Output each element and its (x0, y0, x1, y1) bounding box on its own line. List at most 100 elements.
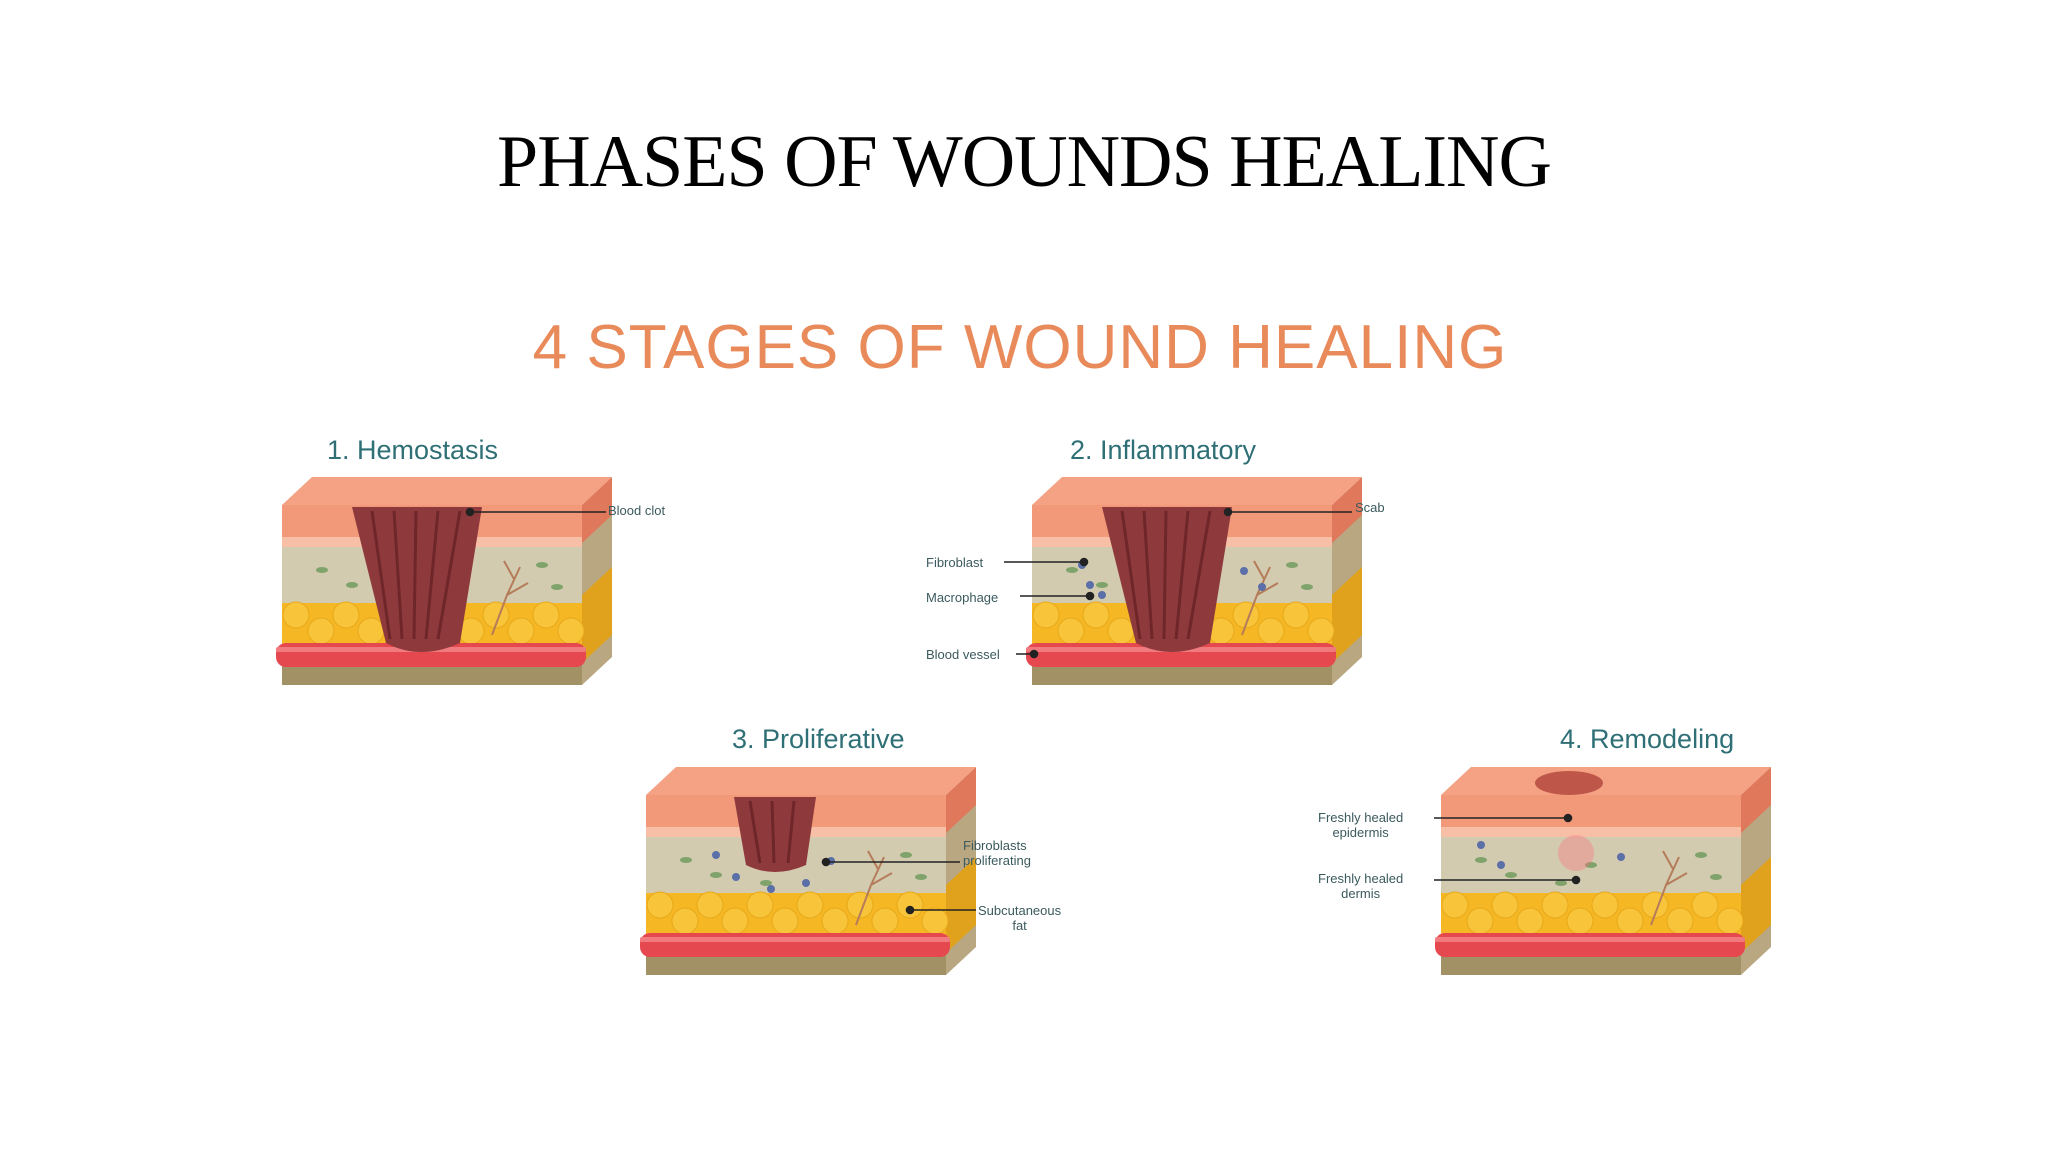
wound-clot-fold (392, 510, 404, 640)
epidermis-side (946, 767, 976, 833)
fat-globule (1591, 891, 1619, 919)
dermal-cell (1505, 872, 1517, 878)
capillary (491, 560, 529, 636)
wound-clot-fold (1142, 510, 1154, 640)
wound-clot-fold (412, 510, 418, 640)
fat-globule (746, 891, 774, 919)
stage-title-hemostasis: 1. Hemostasis (327, 435, 499, 465)
stage-title-inflammatory: 2. Inflammatory (1070, 435, 1257, 465)
inflammatory-illustration (1026, 477, 1362, 685)
dermal-cell (1286, 562, 1298, 568)
callout-blood-clot: Blood clot (608, 503, 666, 518)
dermal-cell (1555, 880, 1567, 886)
wound-clot-fold (1162, 510, 1168, 640)
dermal-cell (1710, 874, 1722, 880)
macrophage-dot (1085, 591, 1095, 601)
callout-fibroblasts-proliferating: Fibroblasts proliferating (963, 838, 1031, 868)
dermal-cell (900, 852, 912, 858)
fat-side (1332, 567, 1362, 663)
callout-fibroblast: Fibroblast (926, 555, 984, 570)
fibroblast-cell (712, 851, 720, 859)
dermal-cell (1585, 862, 1597, 868)
epidermis-side (1332, 477, 1362, 543)
hemostasis-illustration (276, 477, 612, 685)
dermal-cell (1301, 584, 1313, 590)
healed-dermis-glow (1558, 835, 1594, 871)
fat-globule (696, 891, 724, 919)
blood-vessel-highlight (640, 937, 950, 942)
macrophage-cell (1258, 583, 1266, 591)
block-base (1441, 953, 1741, 975)
blood-vessel-dot (1029, 649, 1039, 659)
remodeling-illustration (1435, 767, 1771, 975)
wound-healing-fold (748, 800, 762, 864)
dermal-cell (551, 584, 563, 590)
dermal-cell (316, 567, 328, 573)
wound-clot-fold (370, 510, 392, 640)
fat-globule (1691, 891, 1719, 919)
epidermis-top (646, 767, 976, 795)
diagram-heading: 4 STAGES OF WOUND HEALING (532, 313, 1508, 382)
epidermis-top (1032, 477, 1362, 505)
block-base (1032, 663, 1332, 685)
epidermis-top (1441, 767, 1771, 795)
dermal-cell (710, 872, 722, 878)
callout-scab: Scab (1355, 500, 1385, 515)
dermal-cell (915, 874, 927, 880)
callout-subcutaneous-fat: Subcutaneous fat (978, 903, 1062, 933)
capillary (1650, 850, 1688, 926)
dermal-cell (1475, 857, 1487, 863)
dermal-cell (1096, 582, 1108, 588)
epidermis-base (1441, 827, 1741, 837)
macrophage-cell (1098, 591, 1106, 599)
fat-globule (646, 891, 674, 919)
macrophage-cell (1086, 581, 1094, 589)
epidermis-top (282, 477, 612, 505)
capillary (855, 850, 893, 926)
fibroblasts-proliferating-dot (821, 857, 831, 867)
fat-globule (1032, 601, 1060, 629)
wound-clot (1102, 507, 1232, 652)
wound-healing-fold (770, 800, 776, 864)
fat-side (582, 567, 612, 663)
dermal-cell (680, 857, 692, 863)
wound-clot-fold (1120, 510, 1142, 640)
healed-scar (1535, 771, 1603, 795)
wound-healing-fold (786, 800, 796, 864)
proliferative-illustration (640, 767, 976, 975)
stage-title-proliferative: 3. Proliferative (732, 724, 905, 754)
dermal-cell (760, 880, 772, 886)
blood-vessel-highlight (1435, 937, 1745, 942)
fat-globule (532, 601, 560, 629)
wound-healing (734, 797, 816, 872)
fibroblast-dot (1079, 557, 1089, 567)
fibroblast-cell (767, 885, 775, 893)
fat-globule (282, 601, 310, 629)
healed-dermis-dot (1571, 875, 1581, 885)
fat-globule (1082, 601, 1110, 629)
wound-clot-fold (1186, 510, 1212, 640)
dermal-cell (1695, 852, 1707, 858)
fibroblast-cell (732, 873, 740, 881)
fat-globule (1282, 601, 1310, 629)
callout-macrophage: Macrophage (926, 590, 999, 605)
fat-globule (1441, 891, 1469, 919)
wound-clot-fold (436, 510, 462, 640)
dermal-cell (1066, 567, 1078, 573)
stage-title-remodeling: 4. Remodeling (1560, 724, 1735, 754)
wound-clot (352, 507, 482, 652)
block-base (646, 953, 946, 975)
block-base (282, 663, 582, 685)
fat-globule (1491, 891, 1519, 919)
fibroblast-cell (1477, 841, 1485, 849)
epidermis-side (582, 477, 612, 543)
healed-epidermis-dot (1563, 813, 1573, 823)
wound-clot-fold (424, 510, 440, 640)
callout-healed-epidermis: Freshly healed epidermis (1318, 810, 1404, 840)
dermal-cell (346, 582, 358, 588)
subcutaneous-fat-dot (905, 905, 915, 915)
fat-globule (332, 601, 360, 629)
fat-side (1741, 857, 1771, 953)
fibroblast-cell (1497, 861, 1505, 869)
fibroblast-cell (1617, 853, 1625, 861)
